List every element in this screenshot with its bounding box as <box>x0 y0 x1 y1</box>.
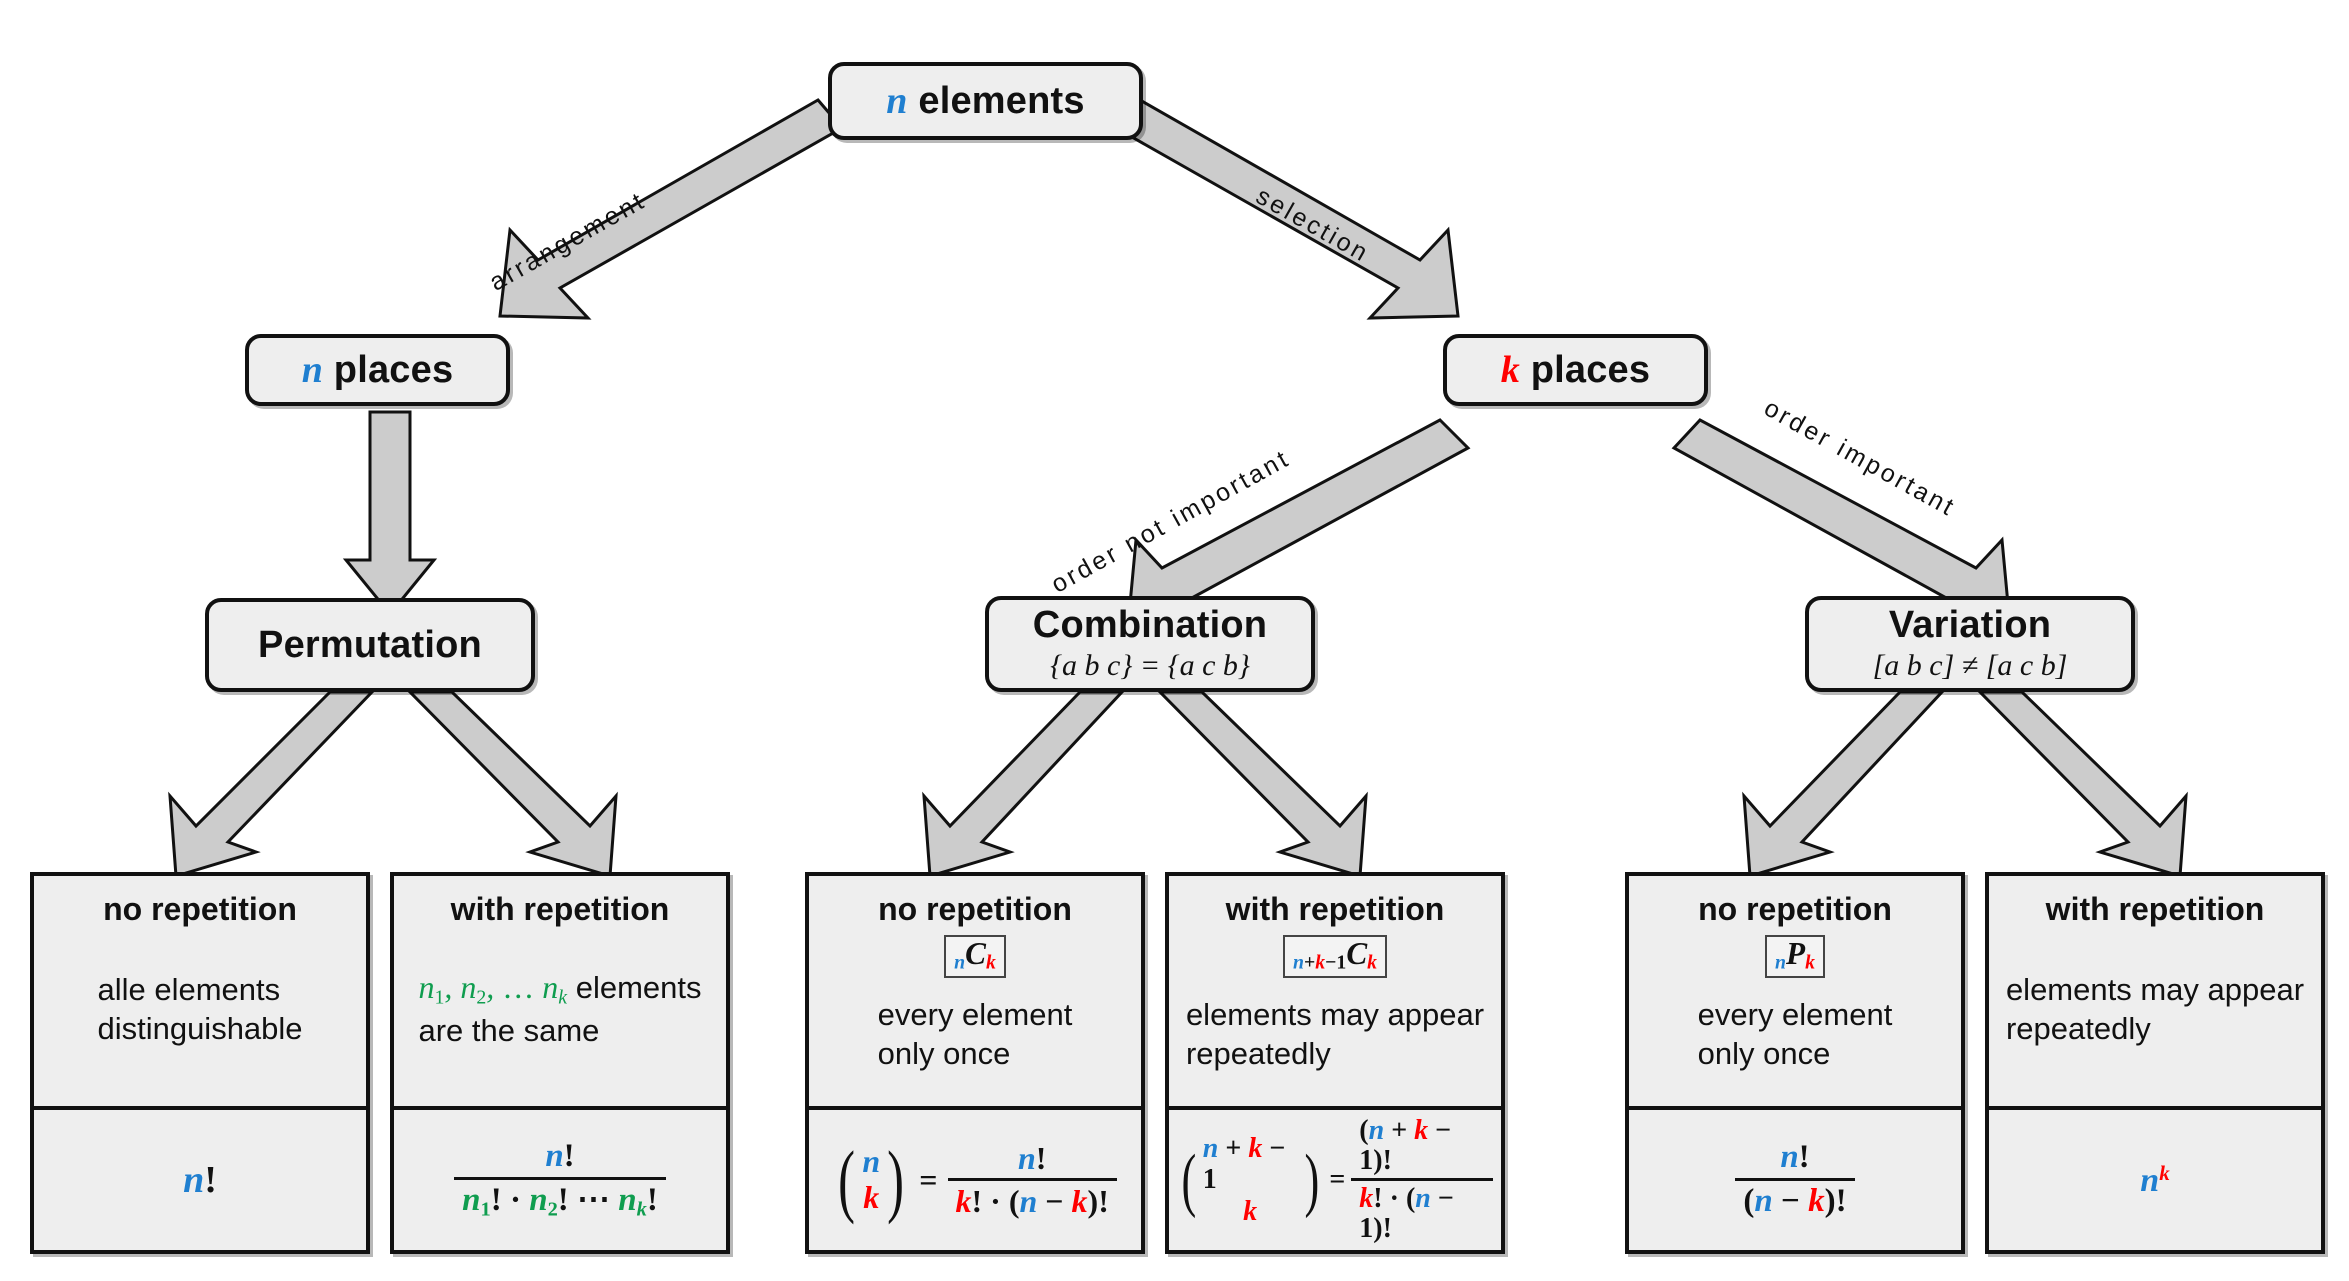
node-n-places[interactable]: n places <box>245 334 510 406</box>
leaf-permutation-no-repetition[interactable]: no repetition alle elements distinguisha… <box>30 872 370 1254</box>
leaf-notation: nPk <box>1765 935 1825 979</box>
leaf-formula: n! <box>34 1110 366 1250</box>
node-k-places[interactable]: k places <box>1443 334 1708 406</box>
leaf-variation-with-repetition[interactable]: with repetition elements may appear repe… <box>1985 872 2325 1254</box>
desc-line-1: elements may appear <box>2005 971 2305 1007</box>
arrow-n-places-permutation <box>342 410 438 617</box>
leaf-formula: n! (n − k)! <box>1629 1110 1961 1250</box>
arrow-variation-left <box>1742 690 1946 878</box>
node-combination-subtitle: {a b c} = {a c b} <box>1050 649 1250 683</box>
leaf-header: no repetition <box>103 891 297 927</box>
formula-n-factorial: n! <box>183 1159 217 1201</box>
leaf-notation: nCk <box>944 935 1006 979</box>
leaf-top: no repetition alle elements distinguisha… <box>34 876 366 1110</box>
leaf-top: with repetition n+k−1Ck elements may app… <box>1169 876 1501 1110</box>
leaf-formula: nk <box>1989 1110 2321 1250</box>
formula-multiset: ( n + k − 1 k ) = (n + k − 1)! k! · (n −… <box>1177 1115 1493 1245</box>
desc-line-2: are the same <box>418 1012 600 1048</box>
leaf-header: with repetition <box>2045 891 2265 927</box>
desc-line-1: every element <box>877 997 1073 1033</box>
arrow-selection <box>1113 98 1460 320</box>
arrow-combination-right <box>1156 690 1368 878</box>
arrow-arrangement <box>498 98 845 320</box>
var-k: k <box>1500 348 1520 391</box>
notation-npkm1Ck: n+k−1Ck <box>1282 935 1388 979</box>
leaf-combination-with-repetition[interactable]: with repetition n+k−1Ck elements may app… <box>1165 872 1505 1254</box>
node-n-elements-text: elements <box>918 79 1085 122</box>
formula-permutation-nk: n! (n − k)! <box>1735 1140 1855 1219</box>
desc-line-1: n1, n2, … nk elements <box>418 969 702 1009</box>
node-combination-title: Combination <box>1032 603 1268 646</box>
desc-line-1: alle elements <box>97 971 281 1007</box>
node-k-places-text: places <box>1530 348 1651 391</box>
var-n: n <box>301 348 324 391</box>
leaf-header: with repetition <box>1225 891 1445 927</box>
desc-line-2: only once <box>1697 1036 1831 1072</box>
leaf-formula: n! n1! · n2! ⋯ nk! <box>394 1110 726 1250</box>
arrow-combination-left <box>922 690 1126 878</box>
node-n-elements-title: n elements <box>886 81 1084 121</box>
leaf-header: no repetition <box>878 891 1072 927</box>
desc-line-1: elements may appear <box>1185 997 1485 1033</box>
desc-line-2: repeatedly <box>1185 1036 1331 1072</box>
leaf-description: every element only once <box>878 995 1073 1079</box>
leaf-top: no repetition nPk every element only onc… <box>1629 876 1961 1110</box>
leaf-formula: ( n + k − 1 k ) = (n + k − 1)! k! · (n −… <box>1169 1110 1501 1250</box>
formula-multinomial: n! n1! · n2! ⋯ nk! <box>454 1138 666 1221</box>
arrow-permutation-left <box>168 690 376 878</box>
desc-line-1: every element <box>1697 997 1893 1033</box>
notation-nPk: nPk <box>1765 935 1825 979</box>
node-variation-subtitle: [a b c] ≠ [a c b] <box>1872 649 2068 683</box>
leaf-description: every element only once <box>1698 995 1893 1079</box>
arrow-permutation-right <box>406 690 618 878</box>
node-n-elements[interactable]: n elements <box>828 62 1143 140</box>
node-variation[interactable]: Variation [a b c] ≠ [a c b] <box>1805 596 2135 692</box>
node-k-places-title: k places <box>1501 350 1650 390</box>
leaf-description: elements may appear repeatedly <box>2006 970 2304 1054</box>
desc-line-2: distinguishable <box>97 1010 303 1046</box>
leaf-header: no repetition <box>1698 891 1892 927</box>
node-permutation[interactable]: Permutation <box>205 598 535 692</box>
leaf-top: with repetition elements may appear repe… <box>1989 876 2321 1110</box>
leaf-combination-no-repetition[interactable]: no repetition nCk every element only onc… <box>805 872 1145 1254</box>
notation-nCk: nCk <box>944 935 1006 979</box>
desc-line-2: only once <box>877 1036 1011 1072</box>
var-n: n <box>886 79 908 122</box>
arrow-variation-right <box>1976 690 2188 878</box>
node-permutation-title: Permutation <box>258 623 482 666</box>
leaf-variation-no-repetition[interactable]: no repetition nPk every element only onc… <box>1625 872 1965 1254</box>
leaf-description: alle elements distinguishable <box>97 970 302 1054</box>
node-variation-title: Variation <box>1888 603 2052 646</box>
leaf-top: with repetition n1, n2, … nk elements ar… <box>394 876 726 1110</box>
node-combination[interactable]: Combination {a b c} = {a c b} <box>985 596 1315 692</box>
node-n-places-title: n places <box>302 350 454 390</box>
leaf-description: n1, n2, … nk elements are the same <box>418 967 701 1056</box>
leaf-header: with repetition <box>450 891 670 927</box>
leaf-description: elements may appear repeatedly <box>1186 995 1484 1079</box>
leaf-notation: n+k−1Ck <box>1282 935 1388 979</box>
leaf-permutation-with-repetition[interactable]: with repetition n1, n2, … nk elements ar… <box>390 872 730 1254</box>
desc-line-2: repeatedly <box>2005 1010 2151 1046</box>
formula-n-power-k: nk <box>2140 1160 2170 1199</box>
leaf-top: no repetition nCk every element only onc… <box>809 876 1141 1110</box>
desc-line-1-tail: elements <box>575 970 702 1006</box>
node-n-places-text: places <box>333 348 454 391</box>
